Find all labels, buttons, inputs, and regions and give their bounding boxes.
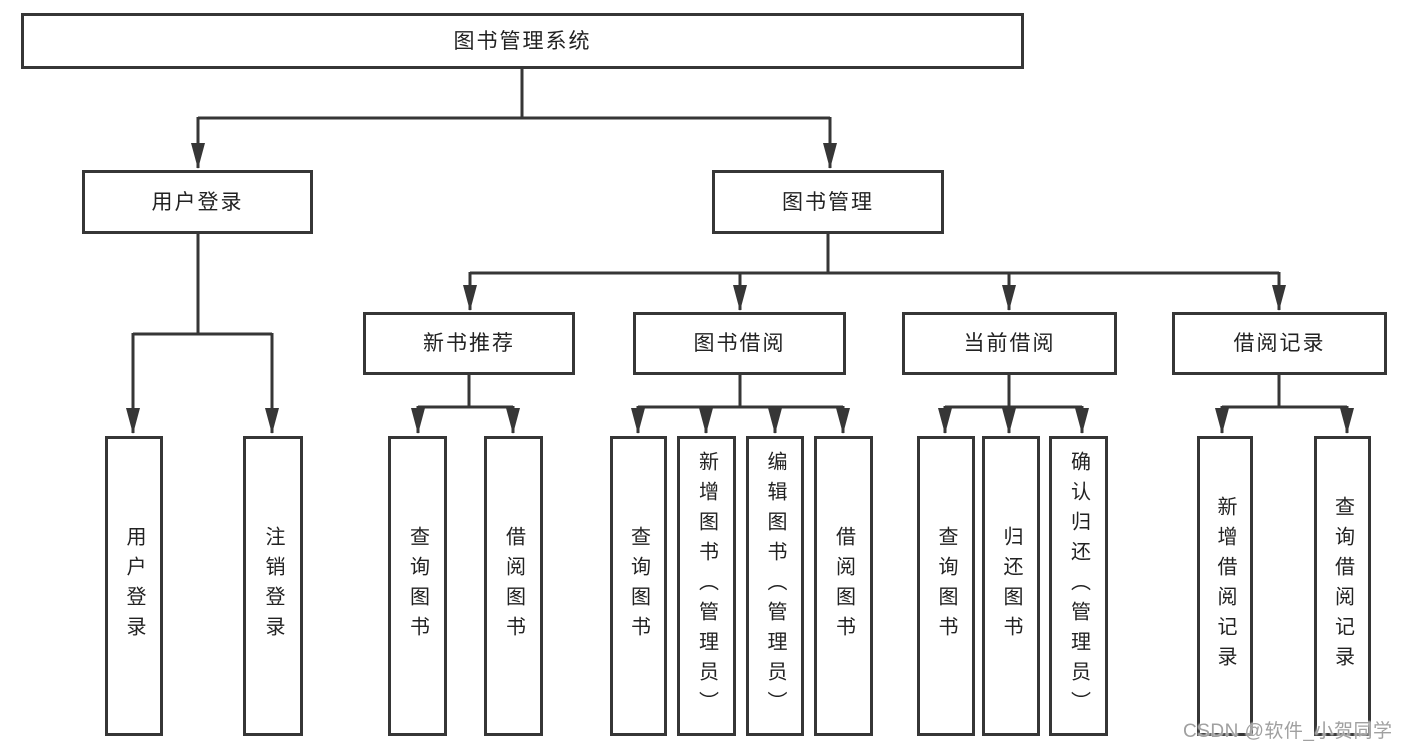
node-book-borrowing: 图书借阅 xyxy=(633,312,846,375)
node-user-login: 用户登录 xyxy=(82,170,313,234)
leaf-logout: 注销登录 xyxy=(243,436,303,736)
leaf-records-query-borrow-record: 查询借阅记录 xyxy=(1314,436,1371,736)
leaf-borrowing-query-books: 查询图书 xyxy=(610,436,667,736)
leaf-borrowing-add-books-admin: 新增图书（管理员） xyxy=(677,436,736,736)
node-borrowing-records: 借阅记录 xyxy=(1172,312,1387,375)
connector-user-login-subtree xyxy=(133,234,272,336)
connector-root-to-level2 xyxy=(198,68,830,120)
connector-book-borrowing-subtree xyxy=(638,375,843,409)
node-book-management: 图书管理 xyxy=(712,170,944,234)
leaf-borrowing-borrow-books: 借阅图书 xyxy=(814,436,873,736)
leaf-current-query-books: 查询图书 xyxy=(917,436,975,736)
leaf-current-return-books: 归还图书 xyxy=(982,436,1040,736)
connector-current-borrowing-subtree xyxy=(945,375,1082,409)
leaf-recommend-query-books: 查询图书 xyxy=(388,436,447,736)
leaf-user-login: 用户登录 xyxy=(105,436,163,736)
connector-new-book-recommendation-subtree xyxy=(418,375,513,409)
leaf-borrowing-edit-books-admin: 编辑图书（管理员） xyxy=(746,436,804,736)
connector-book-management-to-level3 xyxy=(470,234,1279,275)
node-library-management-system: 图书管理系统 xyxy=(21,13,1024,69)
connector-borrowing-records-subtree xyxy=(1222,375,1347,409)
node-new-book-recommendation: 新书推荐 xyxy=(363,312,575,375)
node-current-borrowing: 当前借阅 xyxy=(902,312,1117,375)
leaf-recommend-borrow-books: 借阅图书 xyxy=(484,436,543,736)
csdn-watermark: CSDN @软件_小贺同学 xyxy=(1183,721,1393,742)
leaf-current-confirm-return-admin: 确认归还（管理员） xyxy=(1049,436,1108,736)
leaf-records-add-borrow-record: 新增借阅记录 xyxy=(1197,436,1253,736)
